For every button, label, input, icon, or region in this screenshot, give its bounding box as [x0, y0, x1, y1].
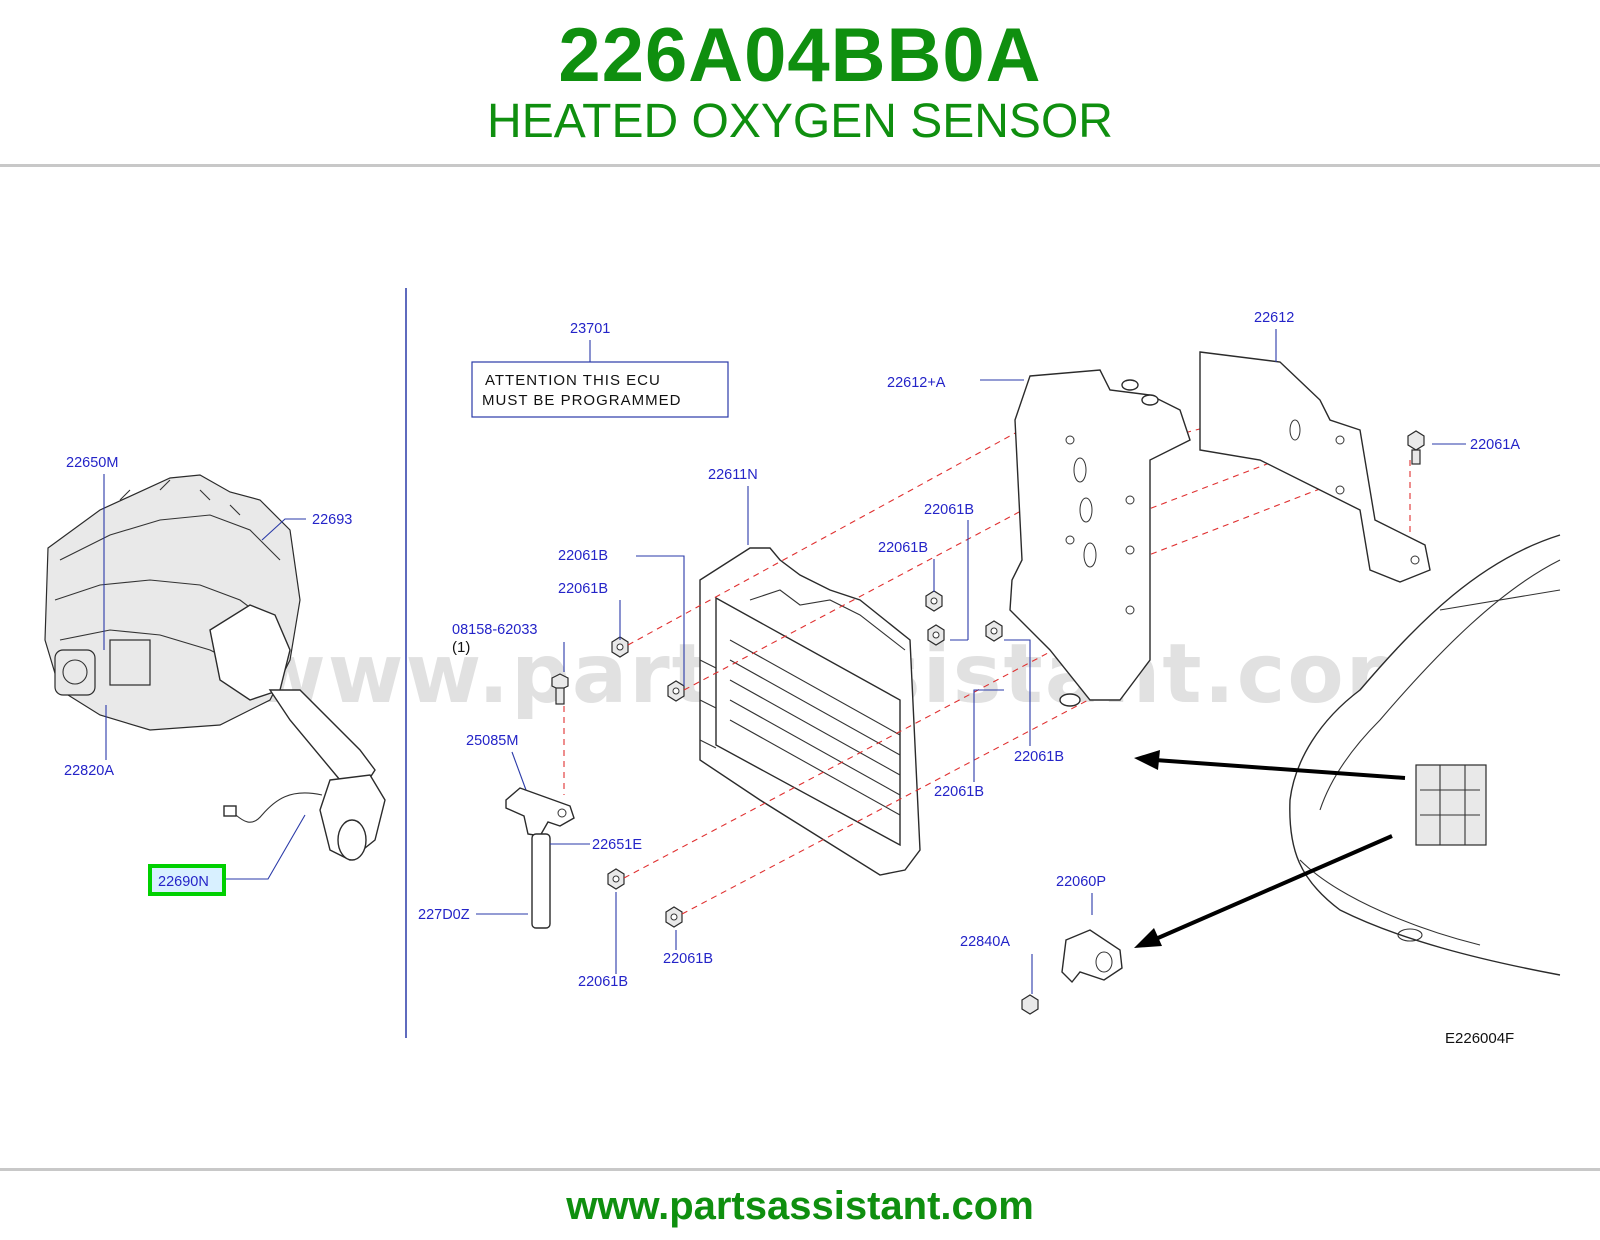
notice-line-2: MUST BE PROGRAMMED — [482, 392, 681, 409]
label-08158-62033[interactable]: 08158-62033 — [452, 622, 537, 638]
page-header: 226A04BB0A HEATED OXYGEN SENSOR — [0, 0, 1600, 168]
footer-url[interactable]: www.partsassistant.com — [566, 1184, 1034, 1228]
label-22061B-1[interactable]: 22061B — [558, 548, 608, 564]
bolt-22061A — [1407, 430, 1425, 451]
parts-diagram: www.partsassistant.com 22650M 22693 2282… — [44, 288, 1561, 1047]
footer-divider — [0, 1168, 1600, 1171]
bolt-22840A — [1021, 994, 1039, 1015]
bolt-08158 — [551, 673, 569, 691]
label-22690N[interactable]: 22690N — [158, 874, 209, 890]
label-22061B-5[interactable]: 22061B — [924, 502, 974, 518]
label-22061B-8[interactable]: 22061B — [934, 784, 984, 800]
label-22650M[interactable]: 22650M — [66, 455, 118, 471]
mounting-bracket-drawing — [1199, 351, 1431, 583]
label-22061A[interactable]: 22061A — [1470, 437, 1520, 453]
label-22061B-4[interactable]: 22061B — [663, 951, 713, 967]
vehicle-location-drawing — [1289, 534, 1561, 976]
label-22611N[interactable]: 22611N — [708, 467, 758, 483]
header-divider — [0, 164, 1600, 167]
nut-group-center — [607, 636, 685, 928]
cam-position-sensor-drawing — [505, 787, 575, 929]
highlight-box-22690N — [148, 864, 226, 896]
label-22693[interactable]: 22693 — [312, 512, 352, 528]
part-name-subtitle: HEATED OXYGEN SENSOR — [487, 95, 1113, 148]
label-23701[interactable]: 23701 — [570, 321, 610, 337]
label-22651E[interactable]: 22651E — [592, 837, 642, 853]
label-25085M[interactable]: 25085M — [466, 733, 518, 749]
ecu-bracket-drawing — [1009, 369, 1191, 707]
ecu-unit-drawing — [699, 547, 921, 876]
location-arrows — [1134, 750, 1406, 948]
label-qty-1: (1) — [452, 639, 470, 656]
label-22061B-3[interactable]: 22061B — [578, 974, 628, 990]
label-22060P[interactable]: 22060P — [1056, 874, 1106, 890]
diagram-reference: E226004F — [1445, 1030, 1514, 1047]
knock-sensor-drawing — [1061, 929, 1123, 984]
notice-line-1: ATTENTION THIS ECU — [485, 372, 661, 389]
part-number-title: 226A04BB0A — [558, 13, 1042, 98]
label-22061B-7[interactable]: 22061B — [1014, 749, 1064, 765]
engine-assembly-drawing — [44, 474, 386, 861]
label-22820A[interactable]: 22820A — [64, 763, 114, 779]
label-227D0Z[interactable]: 227D0Z — [418, 907, 470, 923]
label-22840A[interactable]: 22840A — [960, 934, 1010, 950]
label-22612[interactable]: 22612 — [1254, 310, 1294, 326]
label-22061B-6[interactable]: 22061B — [878, 540, 928, 556]
label-22612A[interactable]: 22612+A — [887, 375, 946, 391]
ecu-notice-label — [471, 361, 729, 418]
label-22061B-2[interactable]: 22061B — [558, 581, 608, 597]
